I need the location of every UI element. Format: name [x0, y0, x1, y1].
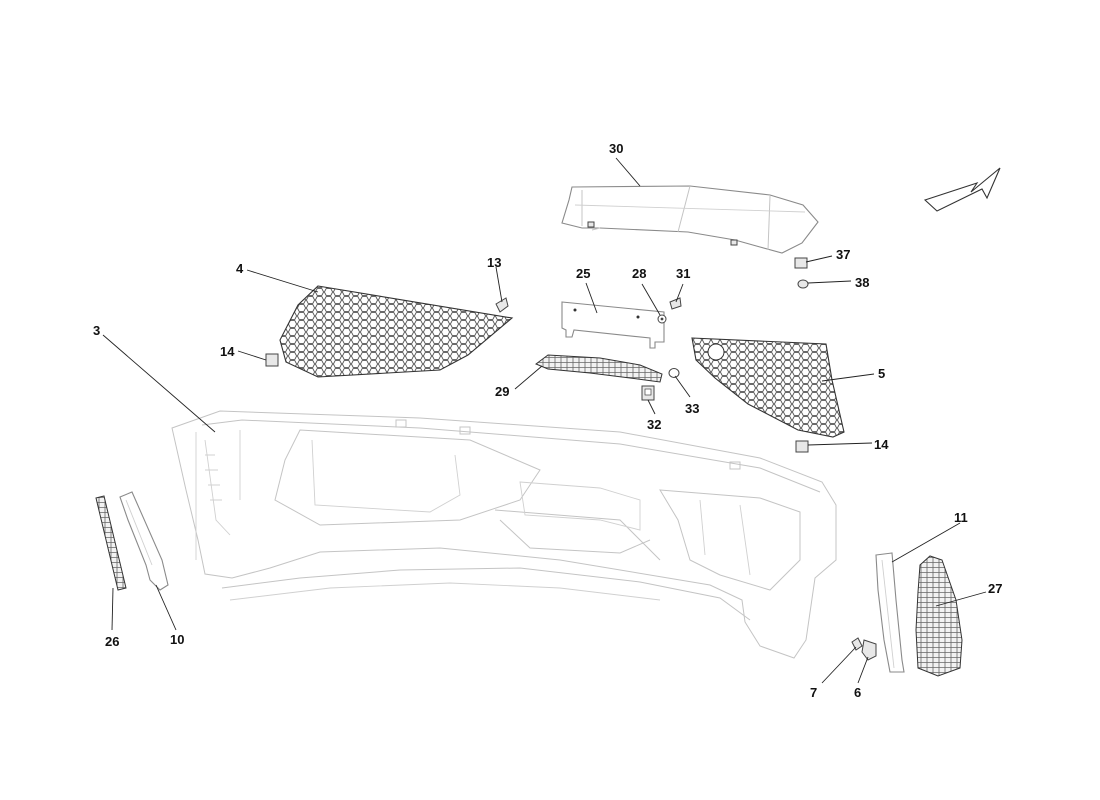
part-37-clip	[794, 257, 808, 269]
callout-10: 10	[170, 632, 184, 647]
part-33-nut	[668, 368, 680, 378]
callout-32: 32	[647, 417, 661, 432]
leader-lines	[102, 157, 987, 684]
part-25-bracket	[561, 301, 665, 349]
callout-13: 13	[487, 255, 501, 270]
part-26-left-side-grille	[95, 495, 127, 591]
part-4-left-mesh-grille	[279, 285, 514, 378]
part-32-clip	[641, 385, 655, 401]
callout-37: 37	[836, 247, 850, 262]
part-38-nut	[797, 279, 809, 289]
callout-31: 31	[676, 266, 690, 281]
callout-14-right: 14	[874, 437, 889, 452]
callout-26: 26	[105, 634, 119, 649]
part-30-upper-cover	[561, 185, 819, 254]
part-11-right-side-trim	[875, 552, 905, 673]
part-31-bolt	[669, 297, 682, 310]
part-29-center-grille-strip	[535, 354, 663, 383]
callout-14-left: 14	[220, 344, 235, 359]
part-10-left-side-trim	[119, 491, 169, 591]
callout-7: 7	[810, 685, 817, 700]
part-3-front-bumper	[171, 410, 837, 659]
part-5-right-mesh-grille	[691, 337, 845, 438]
callout-28: 28	[632, 266, 646, 281]
part-6-bracket	[861, 639, 877, 661]
callout-25: 25	[576, 266, 590, 281]
part-7-screw	[851, 637, 863, 651]
callout-27: 27	[988, 581, 1002, 596]
callout-29: 29	[495, 384, 509, 399]
part-13-screw	[495, 297, 509, 313]
direction-arrow-icon	[923, 167, 1001, 212]
part-28-washer	[657, 314, 667, 324]
callout-11: 11	[954, 510, 968, 525]
callout-labels: 30 37 38 4 13 25 28 31 3 14 29 33 32 5 1…	[93, 141, 1002, 700]
callout-4: 4	[236, 261, 244, 276]
part-14-clip-left	[265, 353, 279, 367]
callout-30: 30	[609, 141, 623, 156]
callout-6: 6	[854, 685, 861, 700]
part-27-right-side-grille	[915, 555, 963, 677]
part-14-clip-right	[795, 440, 809, 453]
callout-33: 33	[685, 401, 699, 416]
callout-38: 38	[855, 275, 869, 290]
callout-3: 3	[93, 323, 100, 338]
callout-5: 5	[878, 366, 885, 381]
